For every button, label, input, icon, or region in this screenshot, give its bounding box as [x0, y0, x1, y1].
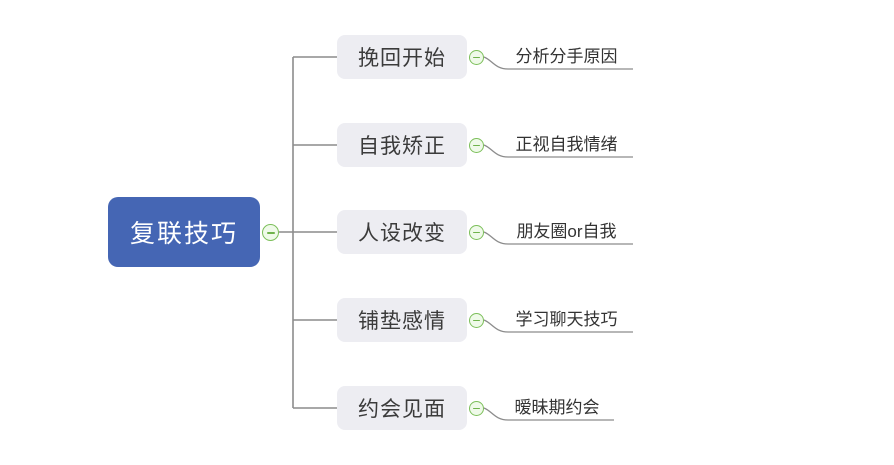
- branch-node-1[interactable]: 挽回开始: [337, 35, 467, 79]
- branch-node-5[interactable]: 约会见面: [337, 386, 467, 430]
- child-node-label: 正视自我情绪: [515, 135, 618, 154]
- child-node-label: 学习聊天技巧: [515, 310, 618, 329]
- child-node-4[interactable]: 学习聊天技巧: [503, 310, 630, 330]
- connector-branch-1-to-child: [483, 56, 633, 70]
- branch-1-collapse-toggle[interactable]: [469, 50, 484, 65]
- branch-node-label: 挽回开始: [358, 47, 446, 70]
- branch-2-collapse-toggle[interactable]: [469, 138, 484, 153]
- branch-4-collapse-toggle[interactable]: [469, 313, 484, 328]
- child-node-label: 分析分手原因: [515, 47, 618, 66]
- minus-icon: [473, 231, 480, 234]
- branch-node-label: 铺垫感情: [358, 310, 446, 333]
- child-node-2[interactable]: 正视自我情绪: [503, 135, 630, 155]
- minus-icon: [473, 56, 480, 59]
- branch-node-4[interactable]: 铺垫感情: [337, 298, 467, 342]
- connector-branch-2-to-child: [483, 144, 633, 158]
- child-node-1[interactable]: 分析分手原因: [503, 47, 630, 67]
- minus-icon: [473, 407, 480, 410]
- child-node-label: 朋友圈or自我: [516, 222, 617, 241]
- branch-3-collapse-toggle[interactable]: [469, 225, 484, 240]
- connector-branch-3-to-child: [483, 231, 633, 245]
- child-node-label: 暧昧期约会: [514, 398, 600, 417]
- root-node-label: 复联技巧: [129, 220, 238, 248]
- root-collapse-toggle[interactable]: [262, 224, 279, 241]
- root-node[interactable]: 复联技巧: [108, 197, 260, 267]
- branch-node-label: 约会见面: [358, 398, 446, 421]
- child-node-3[interactable]: 朋友圈or自我: [503, 222, 630, 242]
- branch-node-label: 自我矫正: [358, 135, 446, 158]
- branch-node-label: 人设改变: [358, 222, 446, 245]
- branch-node-3[interactable]: 人设改变: [337, 210, 467, 254]
- minus-icon: [473, 319, 480, 322]
- minus-icon: [473, 144, 480, 147]
- connector-branch-5-to-child: [483, 407, 614, 421]
- child-node-5[interactable]: 暧昧期约会: [503, 398, 611, 418]
- connector-branch-4-to-child: [483, 319, 633, 333]
- branch-node-2[interactable]: 自我矫正: [337, 123, 467, 167]
- branch-5-collapse-toggle[interactable]: [469, 401, 484, 416]
- minus-icon: [266, 231, 275, 234]
